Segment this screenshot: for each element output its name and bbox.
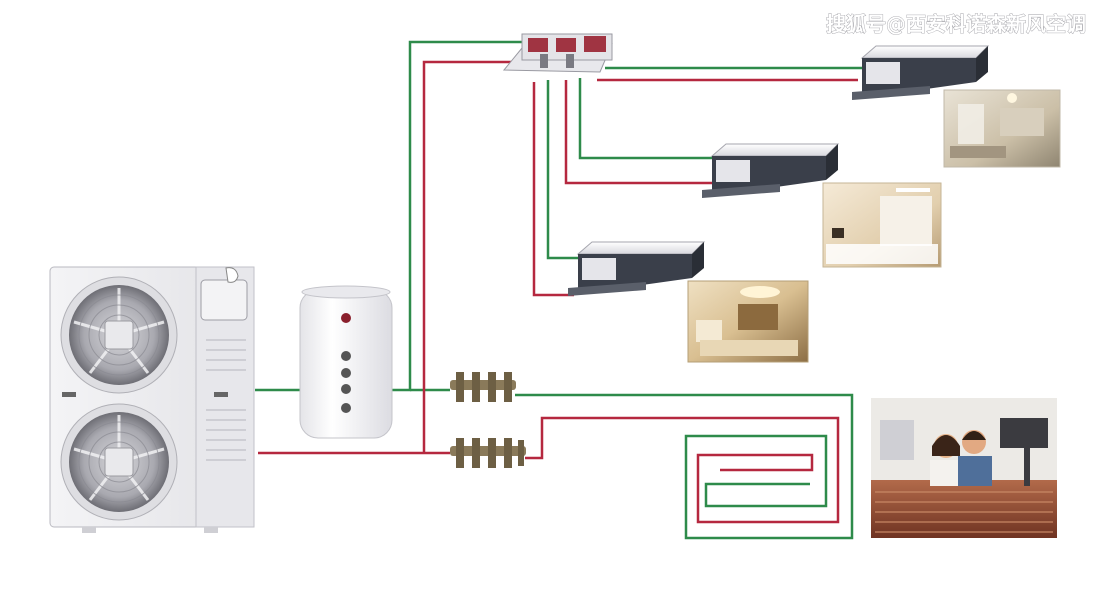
living-room-photo [943, 89, 1061, 168]
return-pipes [258, 60, 858, 524]
lounge-photo [687, 280, 809, 363]
ceiling-fan-coil-2 [702, 143, 840, 198]
family-floor-heating-photo [871, 398, 1057, 538]
supply-pipes [255, 40, 868, 540]
ceiling-fan-coil-1 [852, 45, 990, 100]
ceiling-fan-coil-3 [568, 241, 706, 296]
hot-water-tank-icon [299, 285, 393, 439]
heat-pump-outdoor-unit-icon [49, 266, 255, 533]
distributor-valve-icon [502, 33, 613, 73]
bedroom-photo [822, 182, 942, 268]
floor-heating-manifold-icon [450, 372, 526, 468]
watermark-text: 搜狐号@西安科诺森新风空调 [826, 12, 1086, 36]
